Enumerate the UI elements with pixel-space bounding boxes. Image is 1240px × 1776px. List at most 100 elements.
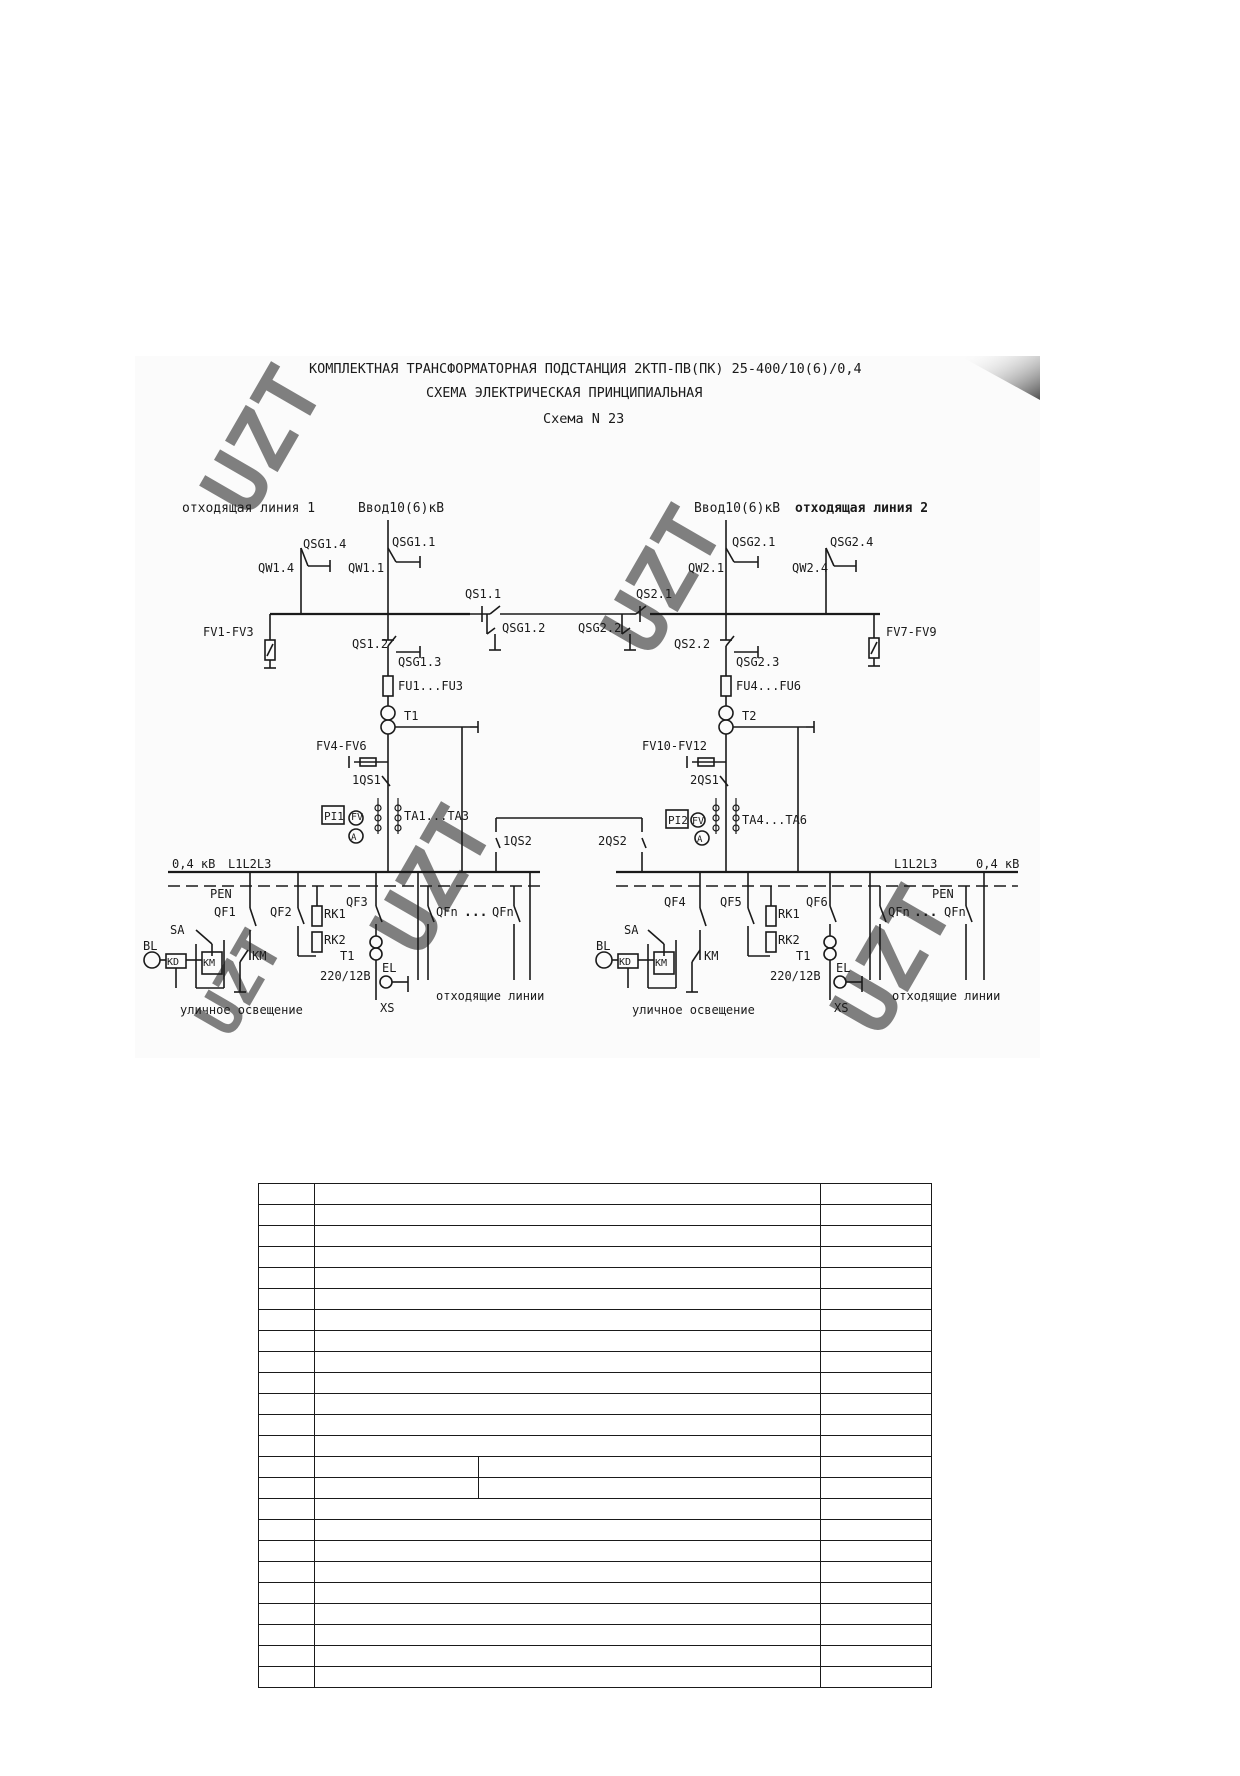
table-cell xyxy=(258,1540,315,1562)
table-cell xyxy=(258,1267,315,1289)
table-cell xyxy=(314,1582,821,1604)
table-row xyxy=(258,1519,932,1541)
table-cell xyxy=(258,1393,315,1415)
rk2-label: RK2 xyxy=(778,933,800,947)
table-cell xyxy=(258,1666,315,1688)
sa-label: SA xyxy=(624,923,639,937)
table-cell xyxy=(314,1477,479,1499)
qs-down-label: QS2.2 xyxy=(674,637,710,651)
input-label-right: Ввод10(6)кВ xyxy=(694,501,780,516)
rk1-label: RK1 xyxy=(778,907,800,921)
el-label: EL xyxy=(382,961,396,975)
fuse-label: FU1...FU3 xyxy=(398,679,463,693)
qfn-label: QFn xyxy=(944,905,966,919)
table-cell xyxy=(820,1435,932,1457)
table-row xyxy=(258,1603,932,1625)
right-lv-feeders: QF4 SA BL KD KM KM уличное освещение QF5… xyxy=(595,872,1000,1017)
table-cell xyxy=(314,1183,821,1205)
table-cell xyxy=(314,1624,821,1646)
bl-label: BL xyxy=(596,939,610,953)
table-cell xyxy=(820,1267,932,1289)
table-cell xyxy=(314,1393,821,1415)
table-cell xyxy=(820,1372,932,1394)
qs-bus-label: QS1.1 xyxy=(465,587,501,601)
fv-lv-label: FV4-FV6 xyxy=(316,739,367,753)
qsg-label: QSG1.1 xyxy=(392,535,435,549)
table-row xyxy=(258,1414,932,1436)
el-label: EL xyxy=(836,961,850,975)
qs-lv-label: 1QS1 xyxy=(352,773,381,787)
bus-phases-label: L1L2L3 xyxy=(228,857,271,871)
table-row xyxy=(258,1666,932,1688)
meter-label: PI2 xyxy=(668,814,688,827)
street-light-label: уличное освещение xyxy=(632,1003,755,1017)
table-cell xyxy=(314,1645,821,1667)
table-cell xyxy=(820,1582,932,1604)
table-cell xyxy=(258,1624,315,1646)
pen-label: PEN xyxy=(932,887,954,901)
km-contact-label: KM xyxy=(704,949,718,963)
table-cell xyxy=(820,1183,932,1205)
table-cell xyxy=(314,1267,821,1289)
table-row xyxy=(258,1309,932,1331)
table-row xyxy=(258,1225,932,1247)
table-cell xyxy=(258,1435,315,1457)
meter-symbol: A xyxy=(351,833,357,843)
qs-bus-label: QS2.1 xyxy=(636,587,672,601)
qfn-label: QFn xyxy=(888,905,910,919)
table-row xyxy=(258,1330,932,1352)
fv-meter-label: FV xyxy=(351,812,363,823)
table-cell xyxy=(258,1477,315,1499)
fuse-label: FU4...FU6 xyxy=(736,679,801,693)
qfn-label: QFn xyxy=(492,905,514,919)
table-cell xyxy=(314,1435,821,1457)
table-cell xyxy=(314,1540,821,1562)
qw-label: QW2.4 xyxy=(792,561,828,575)
xs-label: XS xyxy=(834,1001,848,1015)
qsg-label: QSG2.1 xyxy=(732,535,775,549)
table-cell xyxy=(258,1204,315,1226)
table-row xyxy=(258,1372,932,1394)
outgoing-lines-label: отходящие линии xyxy=(436,989,544,1003)
table-cell xyxy=(820,1624,932,1646)
table-row xyxy=(258,1204,932,1226)
outgoing-lines-label: отходящие линии xyxy=(892,989,1000,1003)
table-cell xyxy=(820,1645,932,1667)
fv-bus-label: FV1-FV3 xyxy=(203,625,254,639)
table-cell xyxy=(820,1498,932,1520)
voltage-small-label: 220/12В xyxy=(320,969,371,983)
km-coil-label: KM xyxy=(203,958,215,969)
table-cell xyxy=(820,1477,932,1499)
table-cell xyxy=(478,1456,821,1478)
table-cell xyxy=(258,1456,315,1478)
km-coil-label: KM xyxy=(655,958,667,969)
outgoing-line-2-label: отходящая линия 2 xyxy=(795,501,928,516)
table-cell xyxy=(820,1561,932,1583)
table-cell xyxy=(258,1414,315,1436)
table-cell xyxy=(314,1246,821,1268)
table-cell xyxy=(314,1561,821,1583)
specification-table xyxy=(258,1183,932,1688)
table-cell xyxy=(314,1519,821,1541)
table-cell xyxy=(820,1330,932,1352)
bus-phases-label: L1L2L3 xyxy=(894,857,937,871)
km-contact-label: KM xyxy=(252,949,266,963)
qsg-down-label: QSG1.3 xyxy=(398,655,441,669)
table-row xyxy=(258,1540,932,1562)
table-row xyxy=(258,1456,932,1478)
table-cell xyxy=(478,1477,821,1499)
table-row xyxy=(258,1435,932,1457)
qsg-down-label: QSG2.3 xyxy=(736,655,779,669)
bl-label: BL xyxy=(143,939,157,953)
table-row xyxy=(258,1183,932,1205)
table-cell xyxy=(820,1393,932,1415)
qf-label: QF4 xyxy=(664,895,686,909)
table-cell xyxy=(314,1666,821,1688)
table-cell xyxy=(258,1246,315,1268)
ta-label: TA1...TA3 xyxy=(404,809,469,823)
table-cell xyxy=(820,1519,932,1541)
scheme-subtitle: СХЕМА ЭЛЕКТРИЧЕСКАЯ ПРИНЦИПИАЛЬНАЯ xyxy=(426,385,702,401)
table-row xyxy=(258,1645,932,1667)
qf-label: QF5 xyxy=(720,895,742,909)
table-cell xyxy=(258,1372,315,1394)
